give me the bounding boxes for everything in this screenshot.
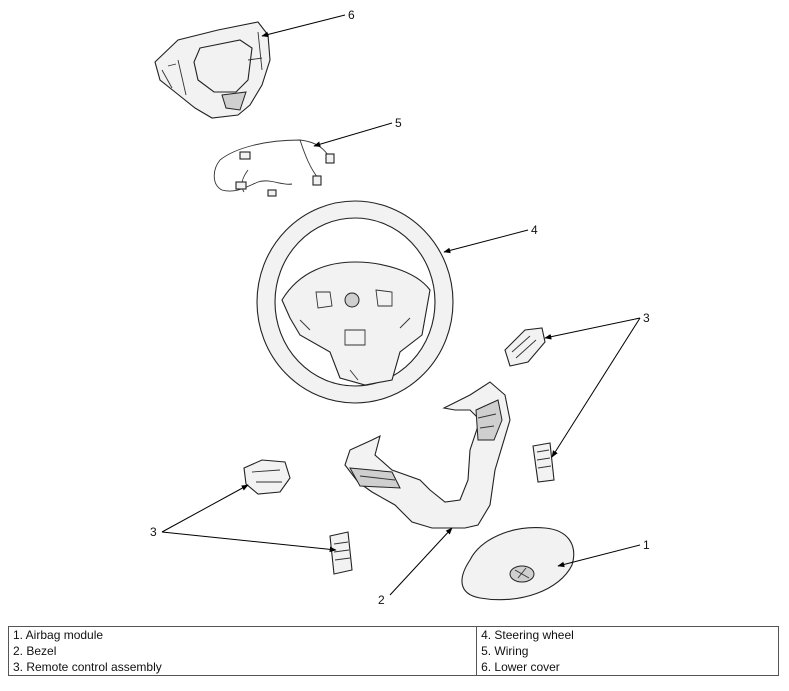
leader-5: [313, 122, 393, 147]
leader-3-left-lower: [161, 531, 337, 553]
legend-item-remote-control-assembly: 3. Remote control assembly: [7, 659, 478, 676]
callout-1: 1: [643, 538, 650, 552]
airbag-module-drawing: [461, 527, 575, 601]
wiring-drawing: [213, 139, 335, 197]
callout-6: 6: [348, 8, 355, 22]
leader-6: [261, 14, 346, 38]
legend-row: 3. Remote control assembly 6. Lower cove…: [7, 659, 779, 676]
callout-3-right: 3: [643, 311, 650, 325]
legend-item-lower-cover: 6. Lower cover: [476, 659, 779, 676]
leader-2: [389, 527, 453, 596]
legend-item-steering-wheel: 4. Steering wheel: [476, 626, 779, 643]
leader-4: [443, 229, 529, 254]
steering-wheel-drawing: [256, 200, 454, 404]
leader-3-lower: [551, 317, 641, 458]
remote-control-right-drawing: [504, 327, 555, 483]
bezel-drawing: [344, 381, 511, 529]
parts-legend-table: 1. Airbag module 4. Steering wheel 2. Be…: [7, 626, 779, 676]
legend-item-wiring: 5. Wiring: [476, 643, 779, 659]
legend-row: 2. Bezel 5. Wiring: [7, 643, 779, 659]
leader-3-upper: [544, 317, 641, 340]
callout-4: 4: [531, 223, 538, 237]
leader-1: [557, 544, 641, 568]
callout-5: 5: [395, 116, 402, 130]
remote-control-left-drawing: [243, 459, 353, 575]
lower-cover-drawing: [154, 21, 271, 119]
legend-item-airbag-module: 1. Airbag module: [7, 626, 478, 643]
exploded-parts-diagram: 6 5 4 3 3 2 1: [150, 8, 650, 607]
callout-3-left: 3: [150, 525, 157, 539]
leader-3-left-upper: [161, 484, 249, 533]
legend-row: 1. Airbag module 4. Steering wheel: [7, 626, 779, 643]
callout-2: 2: [378, 593, 385, 607]
legend-item-bezel: 2. Bezel: [7, 643, 478, 659]
